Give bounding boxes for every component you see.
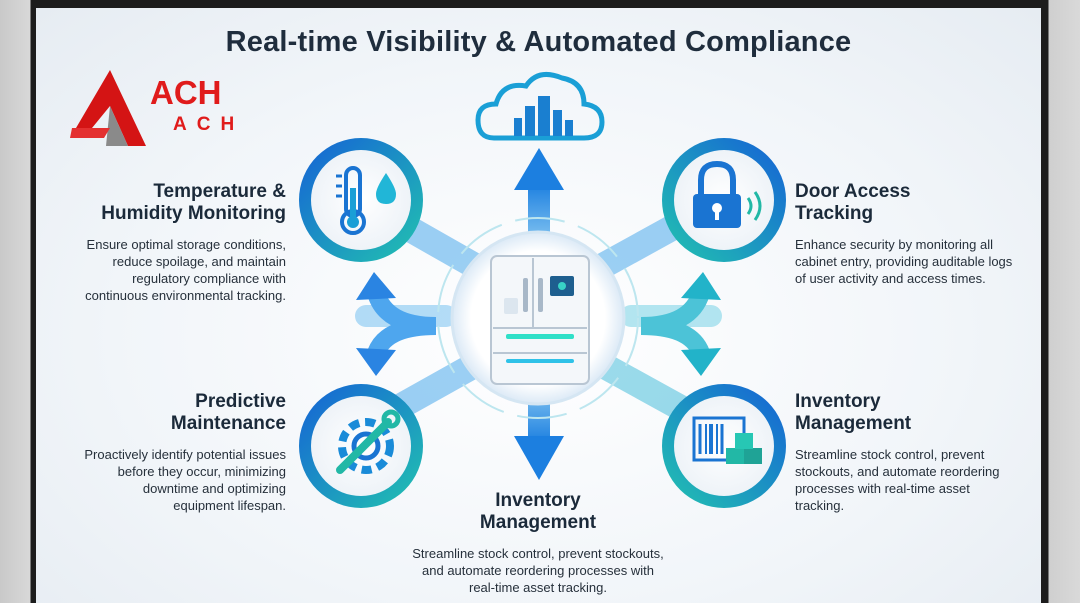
inventory-bottom-description: Streamline stock control, prevent stocko… <box>388 545 688 596</box>
temperature-heading-line2: Humidity Monitoring <box>101 203 286 224</box>
ach-logo-mark <box>70 70 146 146</box>
inventory-bottom-desc-line: real-time asset tracking. <box>469 580 607 595</box>
padlock-wireless-icon <box>693 160 762 228</box>
predictive-desc-line: downtime and optimizing <box>142 481 286 496</box>
inventory-right-heading-line2: Management <box>795 413 912 434</box>
gear-wrench-icon <box>336 409 401 474</box>
right-split-arrow <box>640 272 721 376</box>
inventory-right-desc-line: tracking. <box>795 498 845 513</box>
node-inventory-right <box>662 384 786 508</box>
inventory-bottom-heading: Inventory Management <box>388 490 688 534</box>
inventory-right-desc-line: stockouts, and automate reordering <box>795 464 1000 479</box>
predictive-description: Proactively identify potential issues be… <box>36 446 286 514</box>
door-desc-line: of user activity and access times. <box>795 271 986 286</box>
temperature-heading-line1: Temperature & <box>153 181 286 202</box>
temperature-desc-line: reduce spoilage, and maintain <box>112 254 286 269</box>
temperature-description: Ensure optimal storage conditions, reduc… <box>36 236 286 304</box>
predictive-desc-line: equipment lifespan. <box>173 498 286 513</box>
logo-text-bottom: ACH <box>173 114 245 135</box>
door-access-description: Enhance security by monitoring all cabin… <box>795 236 1035 287</box>
temperature-heading: Temperature & Humidity Monitoring <box>36 181 286 225</box>
inventory-bottom-heading-line1: Inventory <box>495 490 581 511</box>
inventory-right-heading-line1: Inventory <box>795 391 881 412</box>
inventory-right-desc-line: processes with real-time asset <box>795 481 970 496</box>
door-heading-line1: Door Access <box>795 181 911 202</box>
door-heading-line2: Tracking <box>795 203 874 224</box>
door-access-heading: Door Access Tracking <box>795 181 1025 225</box>
left-split-arrow <box>356 272 437 376</box>
temperature-desc-line: regulatory compliance with <box>132 271 286 286</box>
inventory-bottom-desc-line: Streamline stock control, prevent stocko… <box>412 546 664 561</box>
inventory-right-heading: Inventory Management <box>795 391 1025 435</box>
ach-logo: ACH ACH <box>70 68 260 148</box>
predictive-desc-line: before they occur, minimizing <box>117 464 286 479</box>
cloud-buildings-icon <box>475 71 605 141</box>
temperature-desc-line: continuous environmental tracking. <box>85 288 286 303</box>
predictive-heading-line2: Maintenance <box>170 413 286 434</box>
thermometer-droplet-icon <box>336 166 396 235</box>
door-desc-line: Enhance security by monitoring all <box>795 237 993 252</box>
predictive-heading: Predictive Maintenance <box>36 391 286 435</box>
inventory-right-desc-line: Streamline stock control, prevent <box>795 447 985 462</box>
smart-refrigerator-icon <box>490 255 590 385</box>
predictive-heading-line1: Predictive <box>195 391 286 412</box>
inventory-right-description: Streamline stock control, prevent stocko… <box>795 446 1035 514</box>
predictive-desc-line: Proactively identify potential issues <box>84 447 286 462</box>
hub-diagram <box>299 71 786 508</box>
door-desc-line: cabinet entry, providing auditable logs <box>795 254 1013 269</box>
barcode-boxes-icon <box>692 416 762 464</box>
inventory-bottom-desc-line: and automate reordering processes with <box>422 563 654 578</box>
display-screen: Real-time Visibility & Automated Complia… <box>36 8 1041 603</box>
inventory-bottom-heading-line2: Management <box>479 512 597 533</box>
logo-text-top: ACH <box>150 74 222 111</box>
temperature-desc-line: Ensure optimal storage conditions, <box>86 237 286 252</box>
page-title: Real-time Visibility & Automated Complia… <box>225 26 852 58</box>
